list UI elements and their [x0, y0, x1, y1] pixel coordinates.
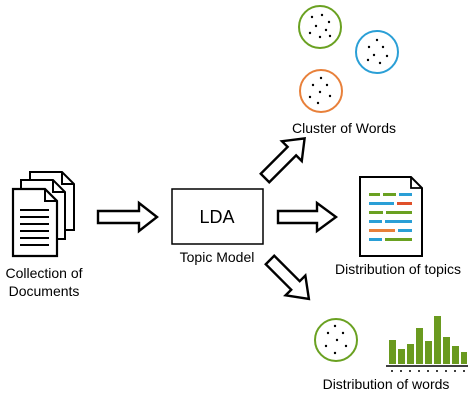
distribution-of-words-label: Distribution of words [323, 376, 450, 392]
documents-icon [11, 171, 75, 258]
arrow-lda-to-words [264, 254, 311, 301]
arrow-lda-to-clusters [259, 137, 306, 184]
histogram-icon [386, 316, 468, 372]
green-cluster-icon [298, 5, 342, 49]
documents-label-line1: Collection of [5, 265, 82, 281]
lda-box [171, 188, 264, 245]
cluster-of-words-label: Cluster of Words [292, 120, 396, 136]
arrow-docs-to-lda [96, 200, 159, 234]
blue-cluster-icon [355, 30, 399, 74]
orange-cluster-icon [299, 69, 343, 113]
word-cluster-icon [314, 318, 358, 362]
topic-model-label: Topic Model [180, 249, 255, 265]
documents-label-line2: Documents [9, 283, 80, 299]
lda-box-text: LDA [199, 207, 234, 227]
topic-document-icon [359, 176, 423, 257]
arrow-lda-to-topics [276, 200, 339, 234]
distribution-of-topics-label: Distribution of topics [335, 261, 461, 277]
